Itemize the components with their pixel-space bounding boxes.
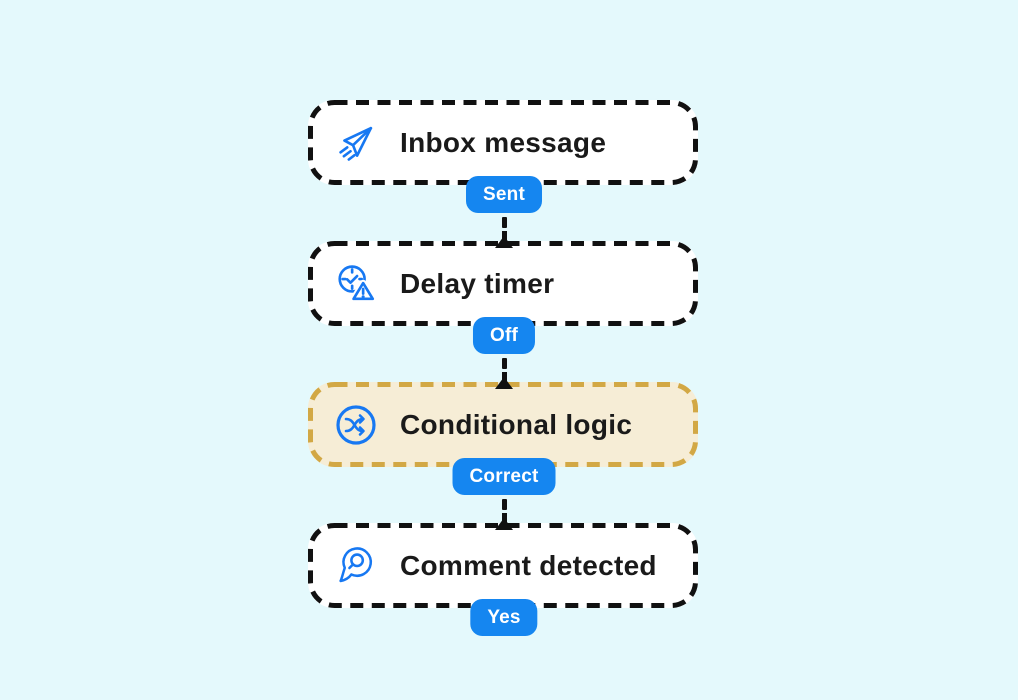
badge-correct[interactable]: Correct (452, 458, 556, 495)
badge-off[interactable]: Off (472, 317, 536, 354)
node-label: Delay timer (400, 267, 555, 299)
node-comment-detected[interactable]: Comment detected (308, 523, 698, 608)
node-conditional-logic[interactable]: Conditional logic (308, 382, 698, 467)
node-label: Inbox message (400, 126, 607, 158)
badge-yes[interactable]: Yes (470, 599, 538, 636)
node-label: Conditional logic (400, 408, 633, 440)
node-delay-timer[interactable]: Delay timer (308, 241, 698, 326)
node-inbox-message[interactable]: Inbox message (308, 100, 698, 185)
comment-search-icon (334, 544, 378, 588)
connector-1 (495, 213, 513, 249)
connector-2 (495, 354, 513, 390)
badge-sent[interactable]: Sent (466, 176, 542, 213)
shuffle-icon (334, 403, 378, 447)
send-icon (334, 121, 378, 165)
node-label: Comment detected (400, 549, 657, 581)
connector-3 (495, 495, 513, 531)
delay-warning-icon (334, 262, 378, 306)
